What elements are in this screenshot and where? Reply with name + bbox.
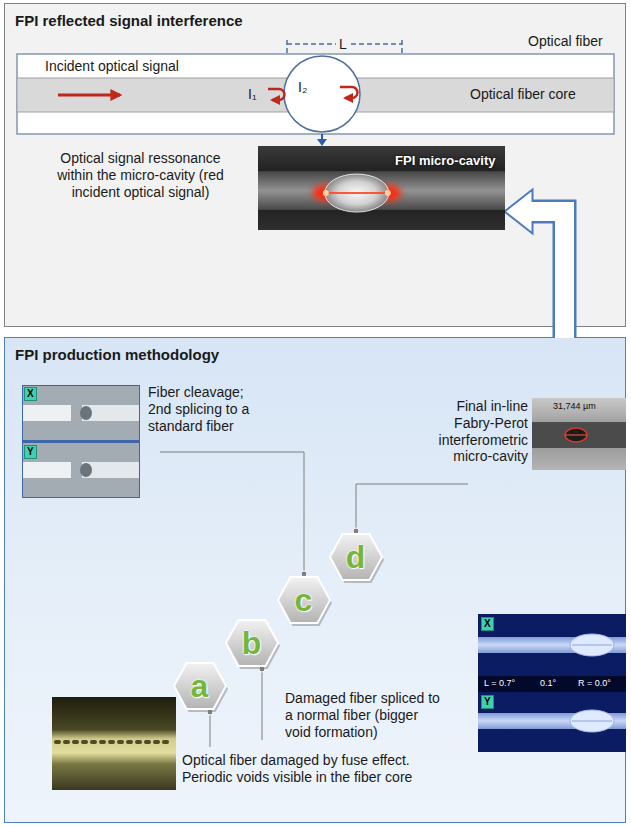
photo-view — [23, 386, 139, 440]
block-arrow — [505, 190, 565, 339]
step-letter: d — [346, 541, 366, 573]
photo-frame — [478, 614, 626, 752]
step-hexagon: c — [277, 576, 331, 624]
leader-dot — [207, 709, 213, 715]
arrow-joint — [530, 202, 536, 221]
micro-cavity — [284, 56, 360, 132]
step-hexagon: a — [173, 662, 227, 710]
signal-label: Incident optical signal — [45, 58, 179, 75]
leader-dot — [301, 571, 307, 577]
hexagon-body — [278, 577, 330, 623]
fiber-end — [23, 462, 71, 478]
leader-line — [210, 712, 211, 747]
photo-view — [23, 443, 139, 497]
step-caption: Optical fiber damaged by fuse effect. Pe… — [182, 752, 452, 786]
splice-readout: L = 0.7° — [484, 678, 515, 689]
view-tag: X — [481, 617, 494, 631]
fiber-band — [478, 637, 626, 653]
step-caption: Damaged fiber spliced to a normal fiber … — [285, 690, 447, 740]
photo-frame — [52, 697, 176, 790]
view-tag: X — [24, 387, 37, 401]
view-tag: Y — [24, 445, 37, 459]
reflection-arrow — [340, 87, 358, 98]
dimension-label: L — [336, 36, 350, 53]
fiber-end — [82, 462, 139, 478]
step-letter: b — [242, 627, 262, 659]
method-panel: FPI production methodology a b c d — [4, 337, 626, 823]
step-caption: Final in-line Fabry-Perot interferometri… — [420, 398, 528, 465]
fiber-core — [17, 78, 614, 112]
splice-readout: R = 0.0° — [578, 678, 611, 689]
cavity-photo: FPI micro-cavity — [258, 146, 505, 230]
hexagon-body — [330, 534, 382, 580]
leader-dot — [259, 666, 265, 672]
incident-arrow — [58, 94, 120, 97]
leader-line — [262, 669, 263, 740]
panel-title: FPI reflected signal interference — [15, 12, 243, 30]
part-label: Optical fiber core — [470, 86, 576, 103]
void — [570, 634, 614, 656]
leader-line — [160, 452, 304, 574]
step-letter: c — [295, 584, 313, 616]
step-caption: Fiber cleavage; 2nd splicing to a standa… — [148, 384, 264, 434]
pointer-head — [317, 139, 327, 146]
core-line — [572, 721, 612, 722]
photo-frame — [532, 398, 626, 470]
periodic-voids — [56, 740, 173, 744]
caption: Optical signal ressonance within the mic… — [48, 150, 233, 200]
reflection-arrow — [268, 89, 285, 100]
fiber-cladding — [17, 54, 614, 134]
splice-readout: 0.1° — [540, 678, 556, 689]
void — [80, 406, 92, 420]
leader-dot — [353, 528, 359, 534]
cavity — [565, 428, 587, 442]
pointer-line — [321, 134, 323, 140]
cavity-bubble — [324, 174, 388, 212]
fiber-band — [478, 713, 626, 729]
red-signal — [326, 192, 386, 194]
fiber-end — [23, 405, 71, 421]
glow-core — [322, 190, 328, 196]
glow-core — [384, 190, 390, 196]
measurement-label: 31,744 µm — [553, 401, 596, 412]
arrow-body — [529, 212, 565, 339]
photo-frame — [22, 385, 140, 498]
panel-title: FPI production methodology — [15, 346, 219, 364]
fiber-end — [82, 405, 139, 421]
fiber-band — [532, 422, 626, 448]
signal-label: I₂ — [298, 79, 307, 96]
void — [570, 710, 614, 732]
step-hexagon: d — [329, 533, 383, 581]
hexagon-body — [174, 663, 226, 709]
photo-ground — [258, 146, 505, 230]
view-tag: Y — [481, 695, 494, 709]
part-label: Optical fiber — [528, 33, 603, 50]
step-hexagon: b — [225, 619, 279, 667]
core-line — [572, 645, 612, 646]
signal-label: I₁ — [248, 86, 257, 103]
measure-line — [565, 435, 587, 436]
arrow-head — [505, 190, 533, 234]
leader-line — [356, 484, 468, 531]
void — [80, 463, 92, 477]
photo-title: FPI micro-cavity — [395, 153, 495, 169]
step-letter: a — [191, 670, 209, 702]
readout-bar — [478, 676, 626, 692]
hexagon-body — [226, 620, 278, 666]
arrow-outline — [529, 212, 565, 339]
